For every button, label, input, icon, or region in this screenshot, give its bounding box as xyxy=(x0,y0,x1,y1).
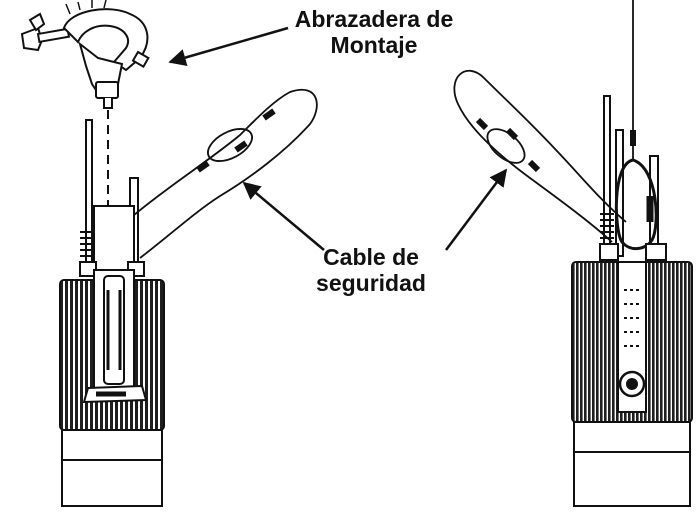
mounting-clamp-label-line2: Montaje xyxy=(330,32,418,58)
cable-callout-arrow-left xyxy=(242,181,325,251)
fixture-front-view xyxy=(59,119,165,507)
safety-cable-label: Cable de seguridad xyxy=(296,244,446,296)
mounting-clamp-label: Abrazadera de Montaje xyxy=(290,6,458,58)
safety-cable-label-line2: seguridad xyxy=(316,270,426,296)
mounting-clamp xyxy=(20,0,150,109)
safety-cable-front xyxy=(133,89,318,259)
mounting-clamp-label-line1: Abrazadera de xyxy=(294,6,454,32)
fixture-rear-view xyxy=(571,0,693,507)
clamp-callout-arrow xyxy=(168,26,289,67)
safety-cable-rear xyxy=(453,70,627,243)
cable-callout-arrow-right xyxy=(445,168,508,251)
safety-cable-label-line1: Cable de xyxy=(323,244,419,270)
